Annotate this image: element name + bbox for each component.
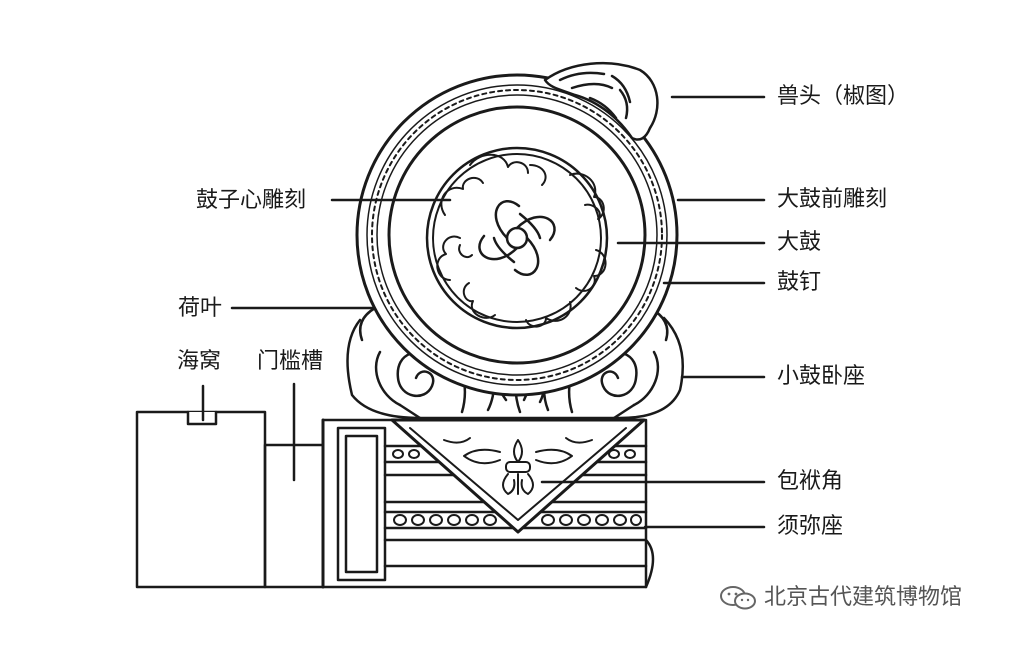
label-haiwo: 海窝: [177, 349, 222, 374]
leader-lines: [201, 95, 766, 529]
label-lotus-leaf: 荷叶: [178, 296, 223, 321]
label-small-drum-seat: 小鼓卧座: [777, 364, 866, 389]
baofujiao: [390, 418, 646, 534]
label-drum-nails: 鼓钉: [777, 270, 822, 295]
label-drum-core-carving: 鼓子心雕刻: [196, 188, 307, 213]
haiwo-block: [135, 410, 267, 589]
label-beast-head: 兽头（椒图）: [777, 84, 910, 109]
big-drum: [355, 73, 679, 397]
watermark-text: 北京古代建筑博物馆: [764, 585, 963, 610]
wechat-icon: [720, 586, 756, 610]
watermark: 北京古代建筑博物馆: [718, 585, 962, 611]
label-drum-front-carving: 大鼓前雕刻: [777, 187, 888, 212]
beast-head: [543, 61, 659, 141]
label-big-drum: 大鼓: [777, 230, 822, 255]
label-baofu-corner: 包袱角: [777, 469, 844, 494]
label-threshold-groove: 门槛槽: [257, 349, 324, 374]
label-sumeru-base: 须弥座: [777, 514, 844, 539]
